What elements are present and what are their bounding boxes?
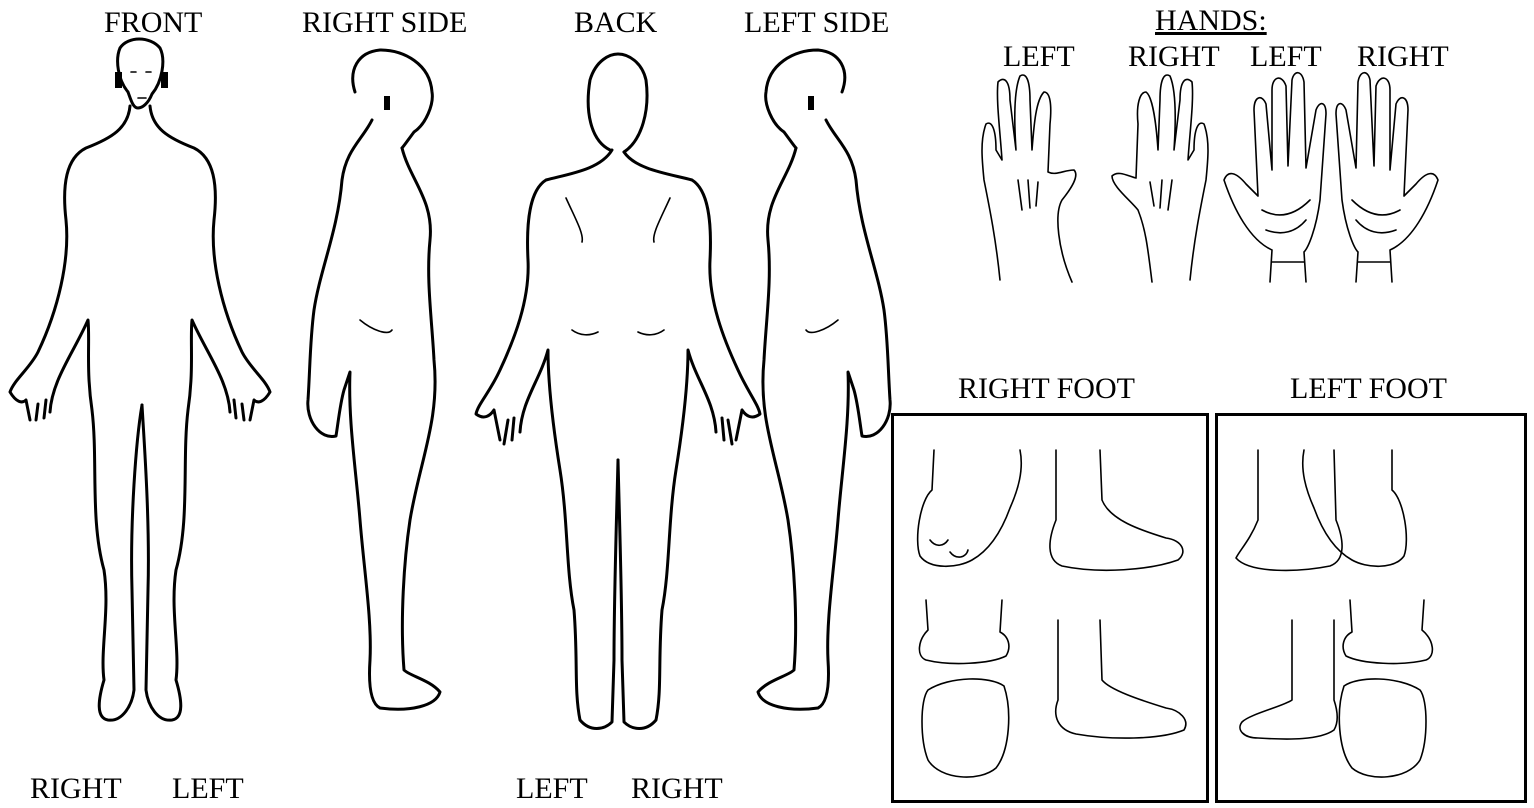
left-foot-drawings [1236, 450, 1432, 777]
right-foot-drawings [918, 450, 1186, 777]
